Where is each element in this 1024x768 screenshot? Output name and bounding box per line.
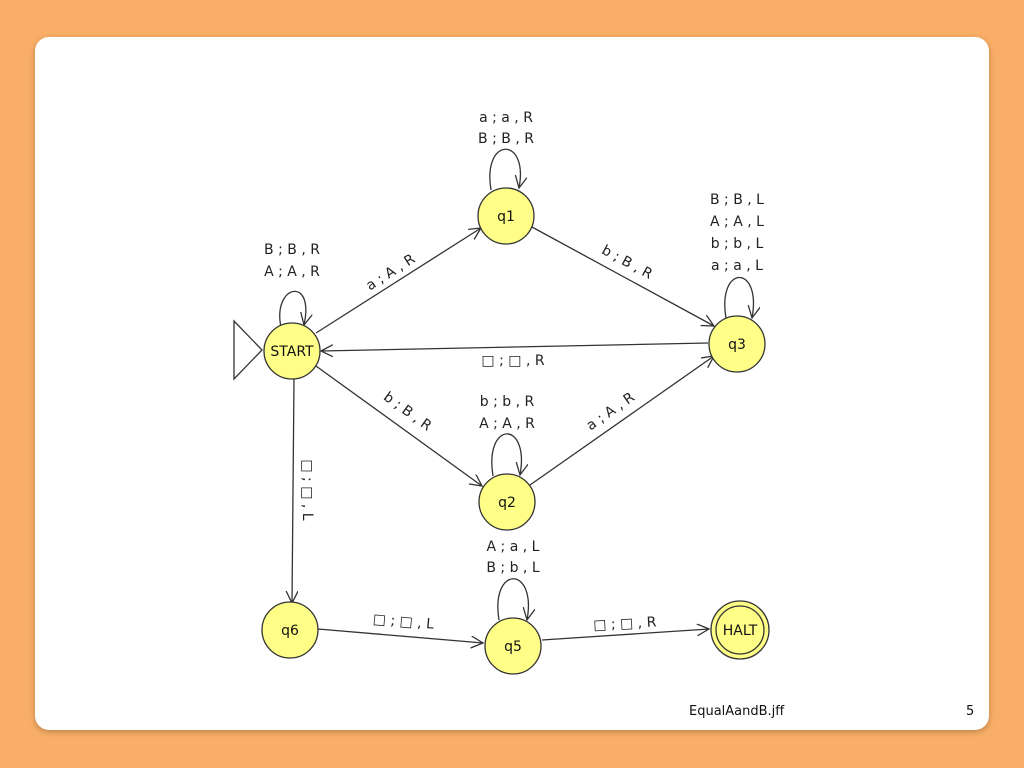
q2-loop-label-1: b ; b , R	[480, 394, 535, 410]
q3-start-label: □ ; □ , R	[481, 353, 544, 369]
q5-loop-label-1: A ; a , L	[487, 539, 540, 555]
state-q1[interactable]: q1	[477, 187, 535, 245]
edge-q1-q3	[531, 226, 714, 326]
page-number: 5	[966, 704, 975, 719]
state-q3[interactable]: q3	[708, 315, 766, 373]
q3-loop-label-3: b ; b , L	[711, 236, 764, 252]
loop-q1	[489, 148, 521, 191]
start-q2-label: b ; B , R	[380, 389, 434, 435]
state-q5-label: q5	[504, 639, 522, 655]
q3-loop-label-4: a ; a , L	[711, 258, 763, 274]
edge-start-q1	[315, 228, 481, 334]
initial-state-marker	[233, 319, 263, 381]
q1-loop-label-2: B ; B , R	[478, 131, 534, 147]
state-q5[interactable]: q5	[484, 617, 542, 675]
start-q6-label: □ ; □ , L	[299, 459, 315, 520]
edge-q2-q3	[529, 356, 714, 486]
start-loop-label-2: A ; A , R	[264, 264, 320, 280]
state-start-label: START	[270, 344, 314, 360]
state-q6-label: q6	[281, 623, 299, 639]
q3-loop-label-2: A ; A , L	[710, 214, 764, 230]
state-q3-label: q3	[728, 337, 746, 353]
q2-loop-label-2: A ; A , R	[479, 416, 535, 432]
edge-start-q2	[315, 365, 482, 486]
state-q2[interactable]: q2	[478, 473, 536, 531]
state-start[interactable]: START	[263, 322, 321, 380]
state-q2-label: q2	[498, 495, 516, 511]
state-q1-label: q1	[497, 209, 515, 225]
edge-start-q6	[292, 378, 294, 603]
q5-halt-label: □ ; □ , R	[593, 614, 657, 633]
edge-q5-halt	[541, 629, 709, 641]
loop-q2	[491, 433, 522, 476]
q6-q5-label: □ ; □ , L	[372, 611, 435, 632]
edge-q3-start	[321, 342, 709, 351]
start-loop-label-1: B ; B , R	[264, 242, 320, 258]
state-q6[interactable]: q6	[261, 601, 319, 659]
q3-loop-label-1: B ; B , L	[710, 192, 764, 208]
q5-loop-label-2: B ; b , L	[486, 560, 539, 576]
q2-q3-label: a ; A , R	[584, 389, 638, 434]
loop-q3	[724, 277, 754, 319]
footer-filename: EqualAandB.jff	[689, 704, 785, 719]
loop-start	[279, 290, 306, 328]
loop-q5	[497, 578, 529, 620]
q1-loop-label-1: a ; a , R	[479, 110, 533, 126]
state-halt[interactable]: HALT	[710, 600, 770, 660]
state-halt-label: HALT	[723, 623, 758, 639]
slide	[35, 37, 989, 730]
q1-q3-label: b ; B , R	[599, 242, 655, 283]
edge-q6-q5	[317, 628, 483, 643]
